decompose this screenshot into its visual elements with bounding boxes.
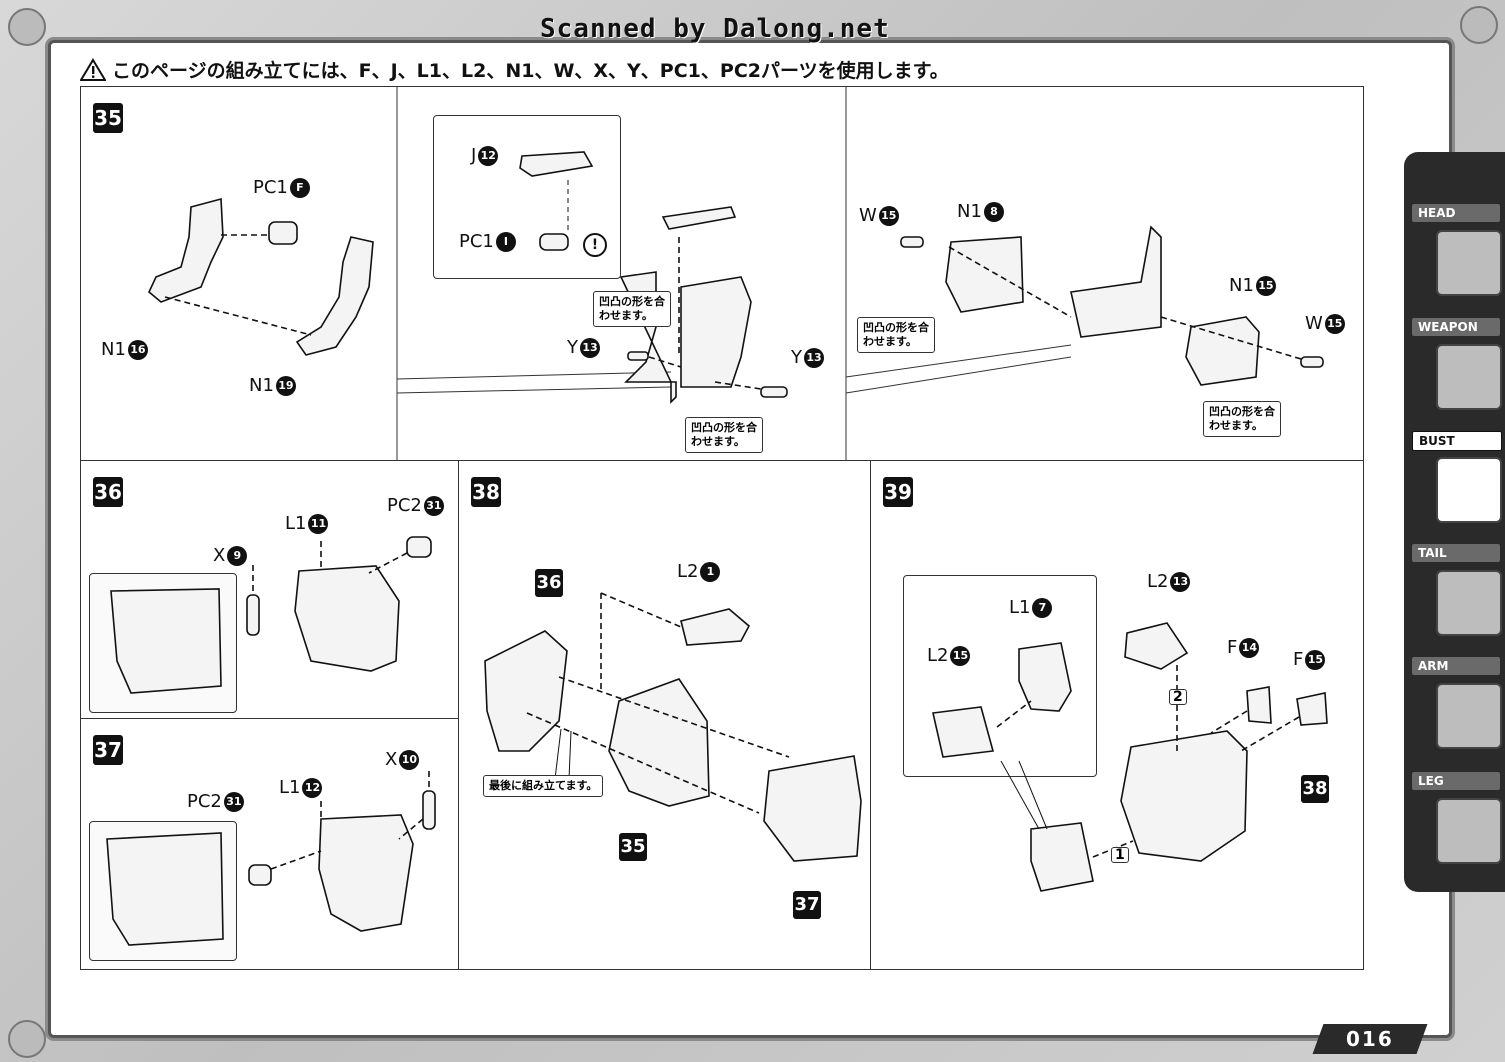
parts-notice: このページの組み立てには、F、J、L1、L2、N1、W、X、Y、PC1、PC2パ… bbox=[80, 56, 949, 83]
tail-thumbnail-icon bbox=[1436, 570, 1502, 636]
tab-weapon[interactable]: WEAPON bbox=[1412, 318, 1504, 418]
step-number: 36 bbox=[93, 477, 123, 507]
step-number: 35 bbox=[93, 103, 123, 133]
step-39-illustration bbox=[932, 622, 1328, 892]
step-number: 37 bbox=[93, 735, 123, 765]
corner-bolt-icon bbox=[8, 1020, 46, 1058]
tab-leg[interactable]: LEG bbox=[1412, 772, 1504, 872]
step-ref-36: 36 bbox=[535, 569, 563, 597]
order-marker: 2 bbox=[1169, 689, 1187, 705]
step-35-illustration bbox=[148, 87, 1324, 461]
step-number: 39 bbox=[883, 477, 913, 507]
weapon-thumbnail-icon bbox=[1436, 344, 1502, 410]
notice-text: このページの組み立てには、F、J、L1、L2、N1、W、X、Y、PC1、PC2パ… bbox=[112, 60, 949, 82]
step-ref-38: 38 bbox=[1301, 775, 1329, 803]
order-marker: 1 bbox=[1111, 847, 1129, 863]
inset-illustration bbox=[519, 151, 594, 251]
step-35-panel: 35 bbox=[80, 86, 1364, 462]
tab-head[interactable]: HEAD bbox=[1412, 204, 1504, 304]
assembly-note: 最後に組み立てます。 bbox=[483, 775, 604, 797]
warning-icon bbox=[80, 57, 106, 81]
page-number: 016 bbox=[1312, 1024, 1428, 1054]
corner-bolt-icon bbox=[1460, 6, 1498, 44]
bust-thumbnail-icon bbox=[1436, 457, 1502, 523]
head-thumbnail-icon bbox=[1436, 230, 1502, 296]
tab-arm[interactable]: ARM bbox=[1412, 657, 1504, 757]
scan-credit: Scanned by Dalong.net bbox=[540, 14, 890, 44]
fit-note: 凹凸の形を合わせます。 bbox=[685, 417, 763, 453]
step-number: 38 bbox=[471, 477, 501, 507]
tab-bust[interactable]: BUST bbox=[1412, 431, 1504, 531]
arm-thumbnail-icon bbox=[1436, 683, 1502, 749]
fit-note: 凹凸の形を合わせます。 bbox=[857, 317, 935, 353]
fit-note: 凹凸の形を合わせます。 bbox=[1203, 401, 1281, 437]
caution-icon: ! bbox=[583, 233, 607, 257]
tab-tail[interactable]: TAIL bbox=[1412, 544, 1504, 644]
step-38-illustration bbox=[484, 592, 862, 862]
step-37-illustration bbox=[106, 771, 436, 946]
step-ref-37: 37 bbox=[793, 891, 821, 919]
step-ref-35: 35 bbox=[619, 833, 647, 861]
step-36-illustration bbox=[110, 536, 432, 694]
leg-thumbnail-icon bbox=[1436, 798, 1502, 864]
corner-bolt-icon bbox=[8, 8, 46, 46]
section-tabs: HEAD WEAPON BUST TAIL ARM LEG bbox=[1404, 152, 1505, 892]
fit-note: 凹凸の形を合わせます。 bbox=[593, 291, 671, 327]
